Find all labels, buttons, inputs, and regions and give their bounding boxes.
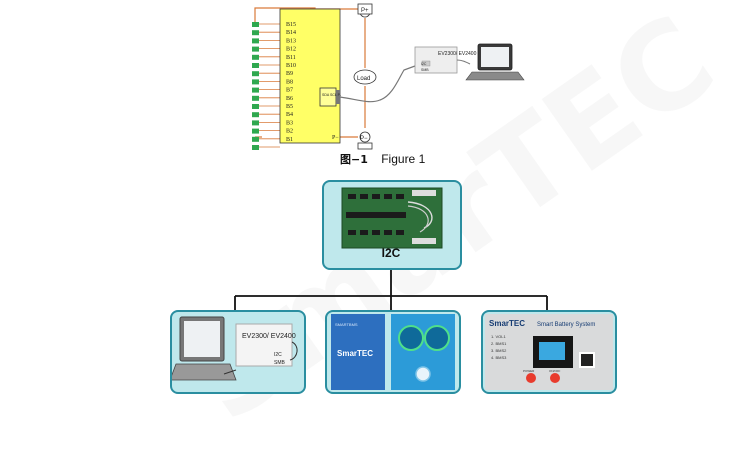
battery-cell: [252, 38, 259, 44]
smbus-cable: [339, 65, 416, 103]
adapter-model: EV2300/ EV2400: [438, 51, 477, 57]
battery-cell: [252, 54, 259, 60]
tester-menu-item: 1. VOL1: [491, 334, 506, 339]
tester-box: SmarTEC Smart Battery System 1. VOL1 2. B…: [481, 310, 617, 394]
bms-board: [279, 8, 341, 144]
load: [353, 69, 377, 85]
adapter-smb: SMB: [421, 68, 429, 72]
tester-image: SmarTEC Smart Battery System 1. VOL1 2. B…: [485, 314, 613, 390]
pcb-image: [341, 187, 443, 249]
cell-label: B1: [286, 137, 293, 143]
cell-label: B3: [286, 120, 293, 126]
battery-cell: [252, 104, 259, 109]
load-label: Load: [357, 76, 370, 82]
battery-cell: [252, 145, 259, 150]
usb-cable: [456, 59, 471, 65]
cell-label: B6: [286, 96, 293, 102]
pplus-label: P+: [361, 8, 369, 14]
adapter-i2c: I2C: [421, 62, 427, 66]
tester-brand: SmarTEC: [489, 319, 525, 328]
battery-cell: [252, 79, 259, 85]
bms-pminus-label: P−: [332, 135, 339, 141]
tester-menu-item: 4. BMS3: [491, 355, 507, 360]
battery-cell: [252, 22, 259, 27]
cell-label: B8: [286, 79, 293, 85]
cell-label: B15: [286, 22, 296, 28]
cell-label: B7: [286, 88, 293, 94]
battery-cell: [252, 87, 259, 93]
cell-label: B11: [286, 55, 296, 61]
app-top-text: SMARTBMS: [335, 322, 358, 327]
app-brand: SmarTEC: [337, 349, 373, 358]
cell-label: B4: [286, 112, 293, 118]
battery-cell-stack: [252, 22, 280, 150]
figure-1-caption: 图−1 Figure 1: [340, 151, 425, 167]
pc-adapter-image: EV2300/ EV2400 I2C SMB: [169, 316, 298, 381]
battery-cell: [252, 112, 259, 118]
battery-cell: [252, 136, 259, 142]
pc-adapter-i2c: I2C: [274, 352, 282, 358]
tester-menu-item: 3. BMS2: [491, 348, 507, 353]
cell-label: B12: [286, 47, 296, 53]
battery-cell: [252, 95, 259, 101]
caption-en: Figure 1: [381, 152, 426, 166]
tester-menu-item: 2. BMS1: [491, 341, 507, 346]
tester-menu: 1. VOL1 2. BMS1 3. BMS2 4. BMS3: [491, 334, 507, 360]
cell-label: B13: [286, 38, 296, 44]
cell-label: B5: [286, 104, 293, 110]
cell-label: B14: [286, 30, 296, 36]
smbus-plug: [336, 90, 340, 104]
pminus-label: P−: [360, 136, 368, 142]
pc-adapter-box: EV2300/ EV2400 I2C SMB: [169, 310, 306, 394]
smbus-pins: SDA SCL P-: [322, 93, 342, 97]
adapter-box: [414, 46, 458, 74]
cell-label: B10: [286, 63, 296, 69]
pminus-node: [359, 131, 371, 143]
pplus-terminal: [357, 3, 373, 15]
mobile-app-box: SMARTBMS SmarTEC: [325, 310, 461, 394]
mobile-app-image: SMARTBMS SmarTEC: [331, 314, 455, 390]
laptop-display: [481, 47, 509, 67]
i2c-board-box: [322, 180, 462, 270]
laptop-base: [465, 71, 525, 81]
battery-cell: [252, 120, 259, 126]
i2c-label: I2C: [381, 246, 401, 260]
tester-title: Smart Battery System: [537, 322, 595, 328]
pc-adapter-smb: SMB: [274, 360, 286, 366]
tester-btn-left: POWER: [523, 369, 535, 373]
battery-cell: [252, 71, 259, 77]
smbus-connector: [319, 87, 337, 107]
battery-cell: [252, 128, 259, 134]
pc-adapter-model: EV2300/ EV2400: [242, 333, 296, 340]
caption-cn: 图−1: [340, 153, 368, 166]
battery-cell: [252, 63, 259, 68]
cell-label: B9: [286, 71, 293, 77]
battery-cell: [252, 30, 259, 36]
tester-btn-right: ON/OFF: [549, 369, 560, 373]
battery-cell: [252, 46, 259, 52]
cell-label: B2: [286, 129, 293, 135]
